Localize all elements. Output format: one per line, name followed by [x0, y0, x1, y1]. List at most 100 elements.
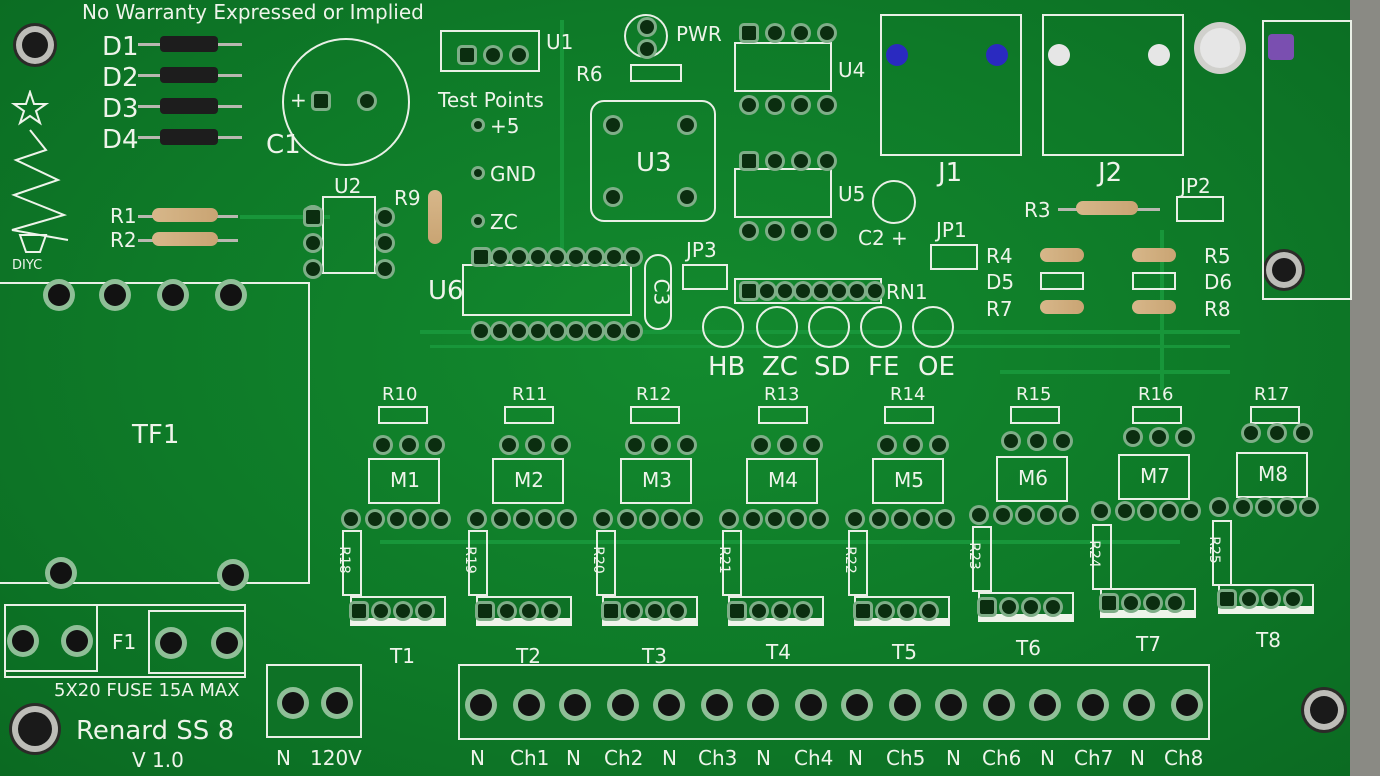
resistor-r20-label: R20 — [589, 546, 606, 574]
u2-label: U2 — [334, 174, 362, 198]
d2-label: D2 — [102, 63, 139, 93]
output-ch3: Ch3 — [698, 746, 738, 770]
power-terminal-120v: 120V — [310, 746, 362, 770]
terminal-pad — [800, 694, 822, 716]
r10-outline — [378, 406, 428, 424]
solder-pad — [768, 98, 782, 112]
solder-pad — [922, 604, 936, 618]
led-sd-outline — [808, 306, 850, 348]
resistor-r21-label: R21 — [715, 546, 732, 574]
solder-pad — [418, 604, 432, 618]
r1-label: R1 — [110, 204, 137, 228]
j2-hole — [1148, 44, 1170, 66]
solder-pad — [626, 324, 640, 338]
module-m4-outline — [746, 458, 818, 504]
u1-outline — [440, 30, 540, 72]
jp3-label: JP3 — [686, 238, 717, 262]
solder-pad — [412, 512, 426, 526]
db-connector-outline — [1262, 20, 1352, 300]
solder-pad — [512, 250, 526, 264]
solder-pad — [538, 512, 552, 526]
fuse-note: 5X20 FUSE 15A MAX — [54, 680, 240, 701]
resistor-r22-label: R22 — [841, 546, 858, 574]
solder-pad — [478, 604, 492, 618]
u3-label: U3 — [636, 148, 672, 178]
resistor-r7 — [1040, 300, 1084, 314]
solder-pad — [376, 438, 390, 452]
solder-pad — [1286, 592, 1300, 606]
tf1-pad — [162, 284, 184, 306]
r6-label: R6 — [576, 62, 603, 86]
solder-pad — [502, 438, 516, 452]
power-terminal-pad — [282, 692, 304, 714]
trace — [560, 20, 564, 260]
solder-pad — [768, 154, 782, 168]
resistor-r2 — [152, 232, 218, 246]
solder-pad — [752, 604, 766, 618]
d1-label: D1 — [102, 32, 139, 62]
trace — [240, 215, 330, 219]
solder-pad — [980, 600, 994, 614]
diode-d4 — [160, 129, 218, 145]
resistor-r10-label: R10 — [382, 384, 418, 405]
u3-pad — [606, 118, 620, 132]
solder-pad — [596, 512, 610, 526]
r21-outline — [722, 530, 742, 596]
solder-pad — [390, 512, 404, 526]
jp2-label: JP2 — [1180, 174, 1211, 198]
output-ch2: Ch2 — [604, 746, 644, 770]
resistor-r4 — [1040, 248, 1084, 262]
r8-label: R8 — [1204, 297, 1231, 321]
purple-marker — [1268, 34, 1294, 60]
diyc-tree-logo — [10, 90, 69, 253]
solder-pad — [1296, 426, 1310, 440]
fuse-pad — [216, 632, 238, 654]
r17-outline — [1250, 406, 1300, 424]
solder-pad — [774, 604, 788, 618]
solder-pad — [1040, 508, 1054, 522]
u2-outline — [322, 196, 376, 274]
c1-plus: + — [290, 88, 307, 112]
resistor-r1 — [152, 208, 218, 222]
r14-outline — [884, 406, 934, 424]
test-point-gnd: GND — [490, 162, 536, 186]
terminal-pad — [612, 694, 634, 716]
solder-pad — [794, 154, 808, 168]
tf1-pad — [220, 284, 242, 306]
module-m2-outline — [492, 458, 564, 504]
power-terminal-n: N — [276, 746, 291, 770]
solder-pad — [878, 604, 892, 618]
solder-pad — [742, 284, 756, 298]
solder-pad — [1242, 592, 1256, 606]
r20-outline — [596, 530, 616, 596]
solder-pad — [780, 438, 794, 452]
module-m3-label: M3 — [642, 468, 672, 492]
solder-pad — [768, 512, 782, 526]
test-point-5v: +5 — [490, 114, 520, 138]
solder-pad — [516, 512, 530, 526]
solder-pad — [628, 438, 642, 452]
solder-pad — [550, 250, 564, 264]
diode-d2 — [160, 67, 218, 83]
u6-label: U6 — [428, 276, 464, 306]
u3-pad — [606, 190, 620, 204]
triac-t8-label: T8 — [1256, 628, 1281, 652]
jp1-label: JP1 — [936, 218, 967, 242]
d6-outline — [1132, 272, 1176, 290]
solder-pad — [1258, 500, 1272, 514]
r18-outline — [342, 530, 362, 596]
r6-outline — [630, 64, 682, 82]
solder-pad — [428, 438, 442, 452]
solder-pad — [588, 324, 602, 338]
solder-pad — [569, 324, 583, 338]
solder-pad — [470, 512, 484, 526]
r7-label: R7 — [986, 297, 1013, 321]
solder-pad — [820, 154, 834, 168]
d4-label: D4 — [102, 125, 139, 155]
solder-pad — [938, 512, 952, 526]
solder-pad — [569, 250, 583, 264]
solder-pad — [790, 512, 804, 526]
fuse-pad — [66, 630, 88, 652]
solder-pad — [768, 224, 782, 238]
solder-pad — [402, 438, 416, 452]
